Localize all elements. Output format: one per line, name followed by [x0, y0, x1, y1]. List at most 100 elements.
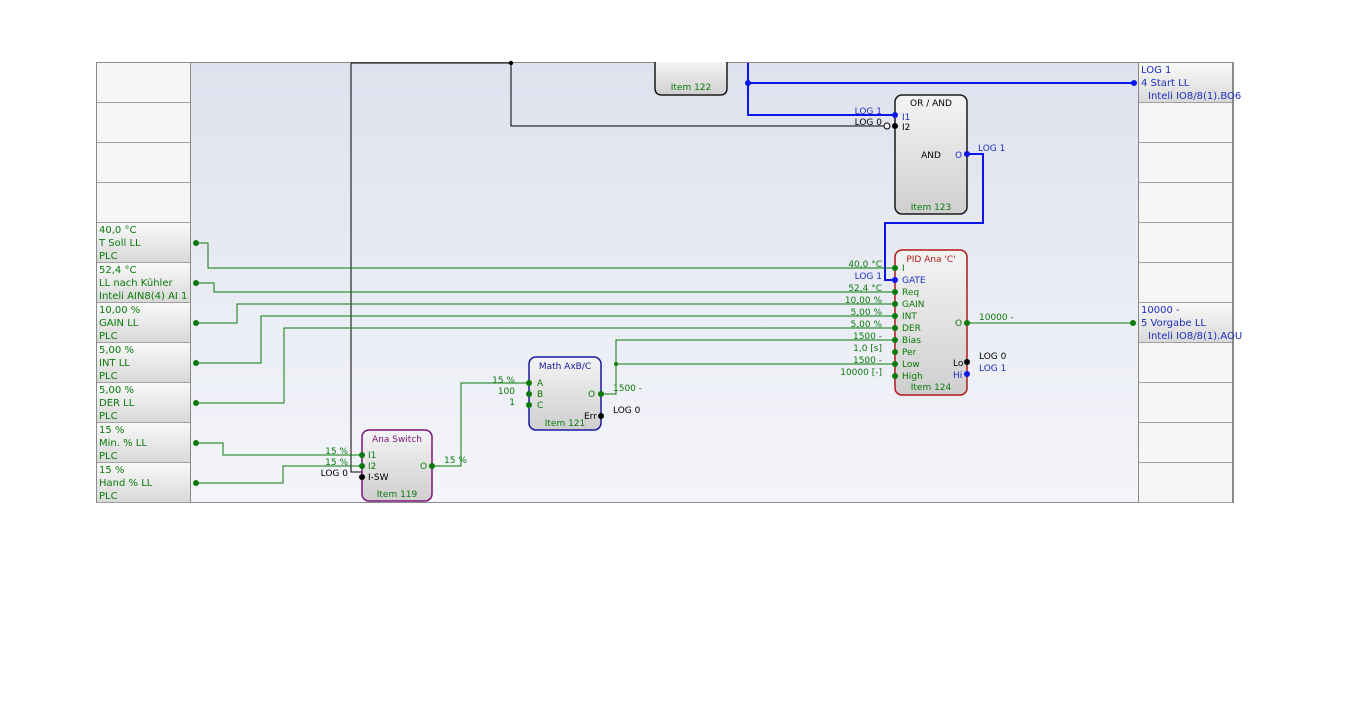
left-io-slot-line: Min. % LL [99, 438, 147, 449]
left-io-slot[interactable]: 5,00 % DER LL PLC [97, 383, 190, 423]
left-io-slot-line: 40,0 °C [99, 225, 137, 236]
right-io-slot[interactable] [1139, 463, 1232, 503]
left-io-slot-line: PLC [99, 491, 118, 502]
pid-port-label: INT [902, 312, 917, 322]
ana-switch-item-label: Item 119 [377, 490, 418, 500]
or-and-item-label: Item 123 [911, 203, 952, 213]
pid-port-label: GAIN [902, 300, 925, 310]
pid-input-pin[interactable] [892, 337, 898, 343]
item-122-block[interactable]: Item 122 [654, 62, 728, 96]
or-and-block[interactable]: OR / AND AND I1 I2 O Item 123 [894, 94, 968, 215]
pid-out-value: 10000 - [979, 313, 1014, 323]
right-io-slot[interactable] [1139, 143, 1232, 183]
pid-input-pin[interactable] [892, 301, 898, 307]
ana-switch-input-pin[interactable] [359, 452, 365, 458]
math-block[interactable]: Math AxB/C O Err Item 121 ABC [528, 356, 602, 431]
left-io-slot[interactable] [97, 103, 190, 143]
pid-input-pin[interactable] [892, 313, 898, 319]
math-title: Math AxB/C [539, 362, 591, 372]
right-io-slot[interactable] [1139, 263, 1232, 303]
right-io-slot[interactable] [1139, 383, 1232, 423]
item-122-label: Item 122 [671, 83, 712, 93]
pid-port-label: Per [902, 348, 917, 358]
ana-switch-input-pin[interactable] [359, 474, 365, 480]
math-out-value: 1500 - [613, 384, 642, 394]
pid-input-pin[interactable] [892, 265, 898, 271]
ana-switch-out-value: 15 % [444, 456, 467, 466]
left-io-slot[interactable]: 10,00 % GAIN LL PLC [97, 303, 190, 343]
pid-lo-value: LOG 0 [979, 352, 1007, 362]
pid-input-pin[interactable] [892, 349, 898, 355]
pid-input-pin[interactable] [892, 361, 898, 367]
ana-switch-title: Ana Switch [372, 435, 422, 445]
right-io-slot[interactable] [1139, 183, 1232, 223]
left-io-slot-line: 52,4 °C [99, 265, 137, 276]
right-io-slot[interactable] [1139, 423, 1232, 463]
pid-port-o: O [955, 319, 962, 329]
math-port-err: Err [584, 412, 597, 422]
pid-input-value: 1500 - [853, 332, 882, 342]
ana-switch-input-pin[interactable] [359, 463, 365, 469]
left-io-slot-line: GAIN LL [99, 318, 139, 329]
pid-port-hi: Hi [953, 371, 962, 381]
pid-block[interactable]: PID Ana 'C' O Lo Hi Item 124 IGATEReqGAI… [894, 249, 968, 396]
pid-input-value: 10,00 % [845, 296, 883, 306]
math-port-label: C [537, 401, 543, 411]
left-io-slot-line: PLC [99, 451, 118, 462]
left-io-slot-line: INT LL [99, 358, 130, 369]
left-io-slot-line: DER LL [99, 398, 135, 409]
right-io-slot-line: LOG 1 [1141, 65, 1172, 76]
right-io-slot[interactable] [1139, 103, 1232, 143]
or-and-title: OR / AND [910, 99, 952, 109]
math-input-pin[interactable] [526, 402, 532, 408]
or-and-port-o: O [955, 151, 962, 161]
math-input-pin[interactable] [526, 380, 532, 386]
pid-input-value: 5,00 % [851, 308, 883, 318]
pid-input-value: 52,4 °C [848, 284, 882, 294]
pid-input-pin[interactable] [892, 289, 898, 295]
pid-input-value: 5,00 % [851, 320, 883, 330]
right-io-slot[interactable] [1139, 223, 1232, 263]
pid-input-value: 10000 [-] [840, 368, 882, 378]
right-io-slot-line: 4 Start LL [1141, 78, 1190, 89]
pid-input-pin[interactable] [892, 373, 898, 379]
math-input-pin[interactable] [526, 391, 532, 397]
left-io-slot-line: 10,00 % [99, 305, 141, 316]
left-io-slot-line: T Soll LL [99, 238, 141, 249]
pid-hi-value: LOG 1 [979, 364, 1006, 374]
math-input-value: 15 % [492, 376, 515, 386]
ana-switch-input-value: LOG 0 [321, 469, 349, 479]
left-io-slot-line: PLC [99, 331, 118, 342]
left-io-slot-line: 15 % [99, 465, 125, 476]
logic-canvas[interactable] [96, 62, 1234, 503]
math-item-label: Item 121 [545, 419, 586, 429]
pid-port-lo: Lo [953, 359, 964, 369]
left-io-slot[interactable] [97, 143, 190, 183]
left-io-slot[interactable] [97, 63, 190, 103]
right-io-slot[interactable] [1139, 343, 1232, 383]
or-and-port-i2: I2 [902, 123, 910, 133]
pid-input-pin[interactable] [892, 277, 898, 283]
left-io-slot-line: PLC [99, 411, 118, 422]
pid-title: PID Ana 'C' [906, 255, 955, 265]
or-and-in2-value: LOG 0 [855, 118, 883, 128]
right-io-slot-line: Inteli IO8/8(1).AOU [1148, 331, 1243, 342]
pid-input-pin[interactable] [892, 325, 898, 331]
math-input-value: 100 [498, 387, 515, 397]
pid-input-value: LOG 1 [855, 272, 882, 282]
left-io-slot-line: PLC [99, 371, 118, 382]
pid-port-label: GATE [902, 276, 926, 286]
ana-switch-port-label: I1 [368, 451, 376, 461]
left-io-slot-line: 5,00 % [99, 385, 134, 396]
left-io-slot[interactable] [97, 183, 190, 223]
